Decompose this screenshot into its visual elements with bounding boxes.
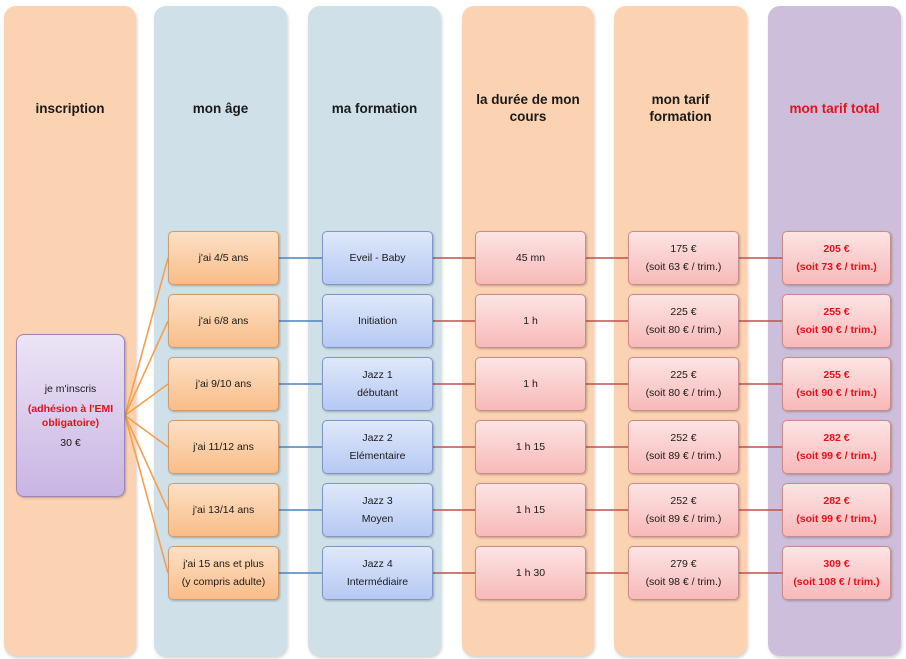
connector-inscription-age xyxy=(124,383,169,417)
total-text: (soit 99 € / trim.) xyxy=(796,513,877,525)
inscription-box: je m'inscris (adhésion à l'EMI obligatoi… xyxy=(16,334,125,497)
column-title-age: mon âge xyxy=(192,100,249,116)
total-text: (soit 90 € / trim.) xyxy=(796,324,877,336)
total-text: (soit 90 € / trim.) xyxy=(796,387,877,399)
age-box: j'ai 11/12 ans xyxy=(168,420,279,474)
formation-text: Jazz 3 xyxy=(362,495,393,507)
formation-text: Eveil - Baby xyxy=(349,252,406,264)
price-text: (soit 89 € / trim.) xyxy=(645,450,722,462)
price-text: 252 € xyxy=(670,495,697,507)
column-title-total: mon tarif total xyxy=(789,100,880,116)
formation-text: débutant xyxy=(357,387,398,399)
price-box: 279 € (soit 98 € / trim.) xyxy=(628,546,739,600)
duration-box: 1 h 15 xyxy=(475,420,586,474)
price-text: 225 € xyxy=(670,369,697,381)
formation-text: Elémentaire xyxy=(349,450,406,462)
formation-text: Initiation xyxy=(357,315,398,327)
price-box: 225 € (soit 80 € / trim.) xyxy=(628,294,739,348)
inscription-fee: 30 € xyxy=(60,436,81,449)
age-text: j'ai 4/5 ans xyxy=(198,252,249,264)
inscription-membership-note: (adhésion à l'EMI obligatoire) xyxy=(27,402,114,429)
age-text: (y compris adulte) xyxy=(181,576,266,588)
formation-box: Jazz 4 Intermédiaire xyxy=(322,546,433,600)
formation-box: Initiation xyxy=(322,294,433,348)
formation-box: Jazz 1 débutant xyxy=(322,357,433,411)
connector-inscription-age xyxy=(124,414,169,448)
price-text: (soit 80 € / trim.) xyxy=(645,324,722,336)
duration-text: 1 h xyxy=(523,378,538,390)
total-text: 205 € xyxy=(823,243,850,255)
duration-box: 45 mn xyxy=(475,231,586,285)
total-box: 255 € (soit 90 € / trim.) xyxy=(782,294,891,348)
age-box: j'ai 9/10 ans xyxy=(168,357,279,411)
connector-inscription-age xyxy=(124,257,169,416)
total-box: 309 € (soit 108 € / trim.) xyxy=(782,546,891,600)
duration-text: 45 mn xyxy=(515,252,546,264)
price-box: 225 € (soit 80 € / trim.) xyxy=(628,357,739,411)
formation-text: Intermédiaire xyxy=(346,576,409,588)
total-box: 205 € (soit 73 € / trim.) xyxy=(782,231,891,285)
formation-box: Eveil - Baby xyxy=(322,231,433,285)
age-box: j'ai 6/8 ans xyxy=(168,294,279,348)
duration-text: 1 h xyxy=(523,315,538,327)
column-title-inscription: inscription xyxy=(35,100,105,116)
price-text: (soit 80 € / trim.) xyxy=(645,387,722,399)
total-text: (soit 99 € / trim.) xyxy=(796,450,877,462)
total-box: 282 € (soit 99 € / trim.) xyxy=(782,420,891,474)
formation-box: Jazz 2 Elémentaire xyxy=(322,420,433,474)
total-text: 255 € xyxy=(823,369,850,381)
column-title-duration: la durée de mon cours xyxy=(476,92,580,124)
formation-box: Jazz 3 Moyen xyxy=(322,483,433,537)
age-text: j'ai 11/12 ans xyxy=(193,441,254,453)
duration-text: 1 h 15 xyxy=(515,504,546,516)
age-box: j'ai 13/14 ans xyxy=(168,483,279,537)
price-text: 252 € xyxy=(670,432,697,444)
age-box: j'ai 15 ans et plus (y compris adulte) xyxy=(168,546,279,600)
connector-inscription-age xyxy=(124,415,169,574)
price-text: (soit 98 € / trim.) xyxy=(645,576,722,588)
price-box: 175 € (soit 63 € / trim.) xyxy=(628,231,739,285)
duration-box: 1 h xyxy=(475,357,586,411)
age-text: j'ai 9/10 ans xyxy=(195,378,252,390)
total-text: 282 € xyxy=(823,495,850,507)
age-box: j'ai 4/5 ans xyxy=(168,231,279,285)
duration-box: 1 h xyxy=(475,294,586,348)
column-title-price: mon tarif formation xyxy=(649,92,712,124)
price-box: 252 € (soit 89 € / trim.) xyxy=(628,483,739,537)
age-text: j'ai 13/14 ans xyxy=(192,504,255,516)
column-title-formation: ma formation xyxy=(331,100,418,116)
total-text: (soit 108 € / trim.) xyxy=(793,576,880,588)
price-text: 279 € xyxy=(670,558,697,570)
formation-text: Moyen xyxy=(361,513,394,525)
total-text: (soit 73 € / trim.) xyxy=(796,261,877,273)
total-box: 282 € (soit 99 € / trim.) xyxy=(782,483,891,537)
formation-text: Jazz 2 xyxy=(362,432,393,444)
duration-text: 1 h 15 xyxy=(515,441,546,453)
total-box: 255 € (soit 90 € / trim.) xyxy=(782,357,891,411)
price-text: (soit 63 € / trim.) xyxy=(645,261,722,273)
connector-inscription-age xyxy=(124,415,169,511)
duration-box: 1 h 30 xyxy=(475,546,586,600)
age-text: j'ai 15 ans et plus xyxy=(183,558,264,570)
total-text: 282 € xyxy=(823,432,850,444)
age-text: j'ai 6/8 ans xyxy=(198,315,249,327)
total-text: 255 € xyxy=(823,306,850,318)
connector-inscription-age xyxy=(124,320,169,416)
price-box: 252 € (soit 89 € / trim.) xyxy=(628,420,739,474)
duration-text: 1 h 30 xyxy=(515,567,546,579)
price-text: 175 € xyxy=(670,243,697,255)
total-text: 309 € xyxy=(823,558,850,570)
formation-text: Jazz 4 xyxy=(362,558,393,570)
price-text: (soit 89 € / trim.) xyxy=(645,513,722,525)
price-text: 225 € xyxy=(670,306,697,318)
inscription-label: je m'inscris xyxy=(44,382,97,395)
formation-text: Jazz 1 xyxy=(362,369,393,381)
duration-box: 1 h 15 xyxy=(475,483,586,537)
column-inscription: inscription xyxy=(4,6,136,656)
